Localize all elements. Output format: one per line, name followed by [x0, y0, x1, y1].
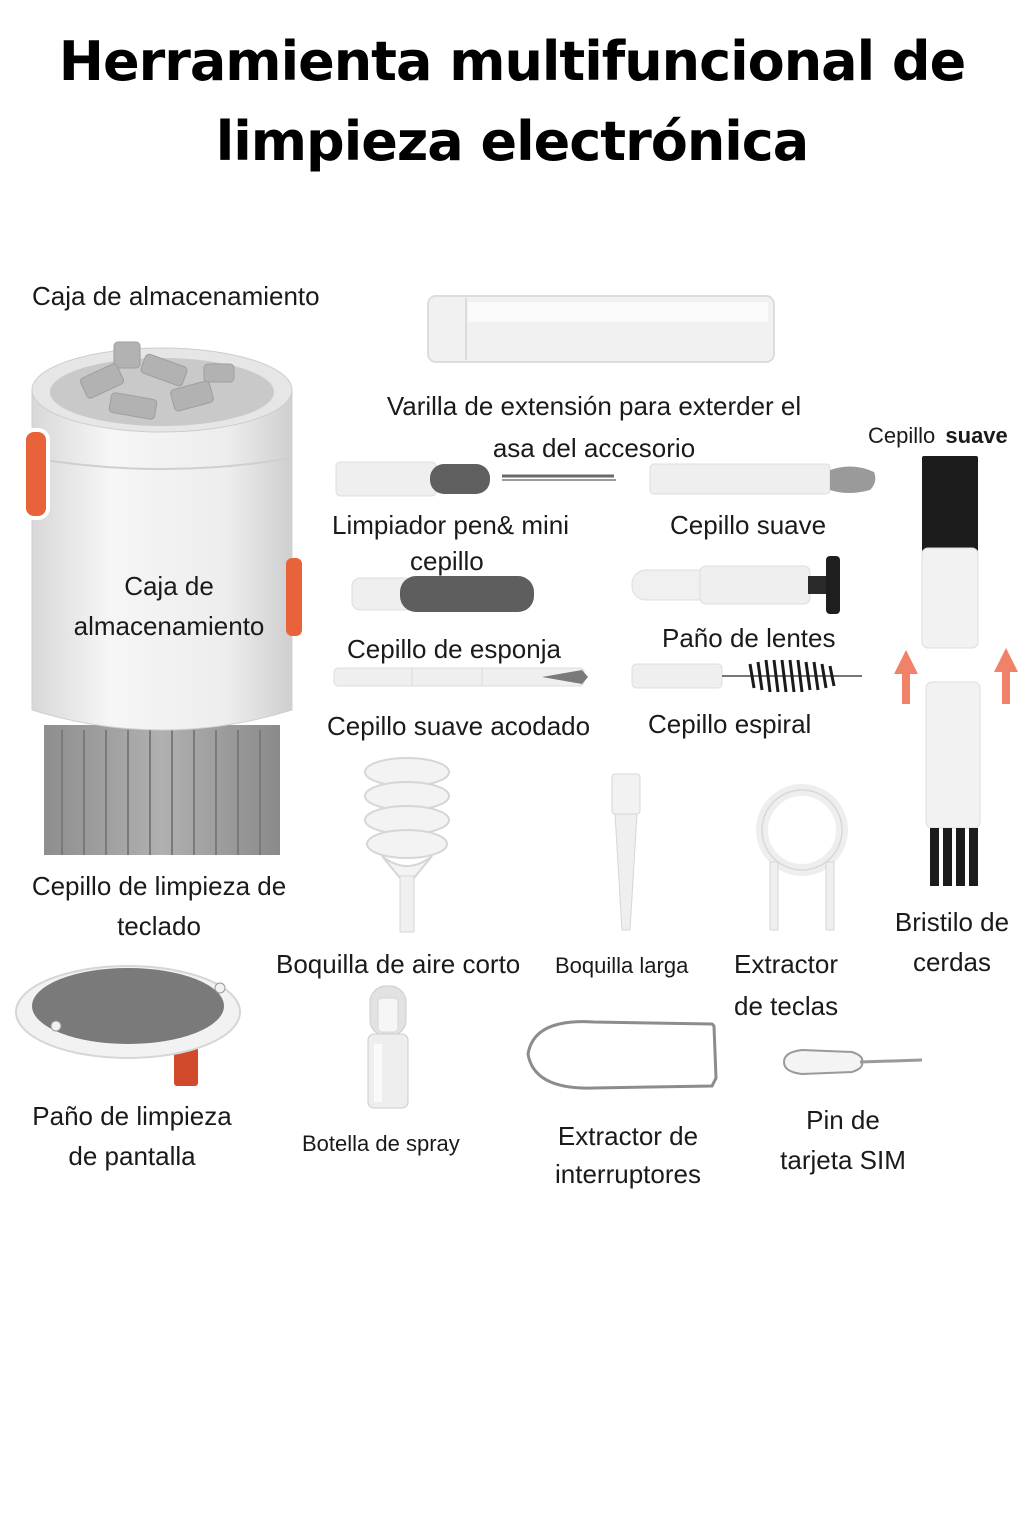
label-keyboard-brush-1: Cepillo de limpieza de: [31, 871, 287, 901]
sponge-brush-image: [350, 574, 540, 614]
soft-brush-image: [648, 460, 878, 500]
lens-cloth-image: [630, 554, 846, 618]
label-switch-puller-1: Extractor de: [557, 1121, 699, 1151]
label-side-soft-brush: Cepillo suave: [868, 418, 1008, 454]
extension-rod-image: [426, 294, 776, 364]
keycap-puller-image: [752, 784, 852, 934]
label-sim-pin-1: Pin de: [806, 1105, 880, 1135]
spray-bottle-image: [364, 984, 412, 1110]
label-angled-brush: Cepillo suave acodado: [327, 711, 591, 741]
label-storage-box-body: Caja de almacenamiento: [52, 568, 286, 644]
long-nozzle-image: [606, 772, 646, 932]
label-spray-bottle: Botella de spray: [302, 1131, 460, 1156]
title-line-1: Herramienta multifuncional de: [58, 30, 966, 93]
label-bristle-pen: Bristilo de cerdas: [882, 904, 1022, 980]
label-side-soft-brush-1: Cepillo: [868, 423, 936, 448]
label-storage-box-body-1: Caja de: [124, 571, 214, 601]
switch-puller-image: [524, 1014, 720, 1096]
label-long-nozzle: Boquilla larga: [555, 953, 689, 978]
label-switch-puller: Extractor de interruptores: [530, 1118, 726, 1192]
label-screen-cloth-2: de pantalla: [68, 1141, 196, 1171]
sim-pin-image: [782, 1046, 924, 1078]
label-screen-cloth-1: Paño de limpieza: [32, 1101, 232, 1131]
label-bristle-pen-1: Bristilo de: [894, 907, 1010, 937]
title-line-2: limpieza electrónica: [215, 110, 809, 173]
label-spiral-brush: Cepillo espiral: [648, 709, 812, 739]
angled-brush-image: [332, 664, 592, 690]
page-title: Herramienta multifuncional de limpieza e…: [0, 22, 1024, 182]
spiral-brush-image: [630, 656, 866, 696]
label-storage-box: Caja de almacenamiento: [32, 281, 320, 311]
label-lens-cloth: Paño de lentes: [662, 623, 836, 653]
label-keycap-puller-2: de teclas: [734, 991, 839, 1021]
pen-cleaner-image: [334, 458, 624, 500]
label-short-air-nozzle: Boquilla de aire corto: [276, 949, 521, 979]
label-bristle-pen-2: cerdas: [912, 947, 992, 977]
label-keycap-puller-1: Extractor: [734, 949, 839, 979]
bristle-pen-image: [888, 452, 1024, 892]
label-storage-box-body-2: almacenamiento: [73, 611, 265, 641]
screen-cloth-image: [14, 956, 244, 1090]
label-pen-cleaner-1: Limpiador pen& mini: [332, 510, 570, 540]
label-extension-rod: Varilla de extensión para exterder el as…: [334, 388, 854, 466]
label-switch-puller-2: interruptores: [555, 1159, 701, 1189]
label-extension-rod-1: Varilla de extensión para exterder el: [386, 391, 802, 421]
label-keyboard-brush: Cepillo de limpieza de teclado: [8, 868, 310, 944]
label-extension-rod-2: asa del accesorio: [492, 433, 696, 463]
storage-box-image: [22, 330, 302, 860]
label-side-soft-brush-2: suave: [945, 423, 1008, 448]
short-air-nozzle-image: [362, 756, 452, 936]
label-pen-cleaner-2: cepillo: [410, 546, 484, 576]
label-screen-cloth: Paño de limpieza de pantalla: [16, 1098, 248, 1174]
label-sim-pin: Pin de tarjeta SIM: [760, 1102, 926, 1178]
label-soft-brush: Cepillo suave: [670, 510, 827, 540]
label-keyboard-brush-2: teclado: [117, 911, 201, 941]
label-sim-pin-2: tarjeta SIM: [780, 1145, 906, 1175]
label-sponge-brush: Cepillo de esponja: [347, 634, 561, 664]
